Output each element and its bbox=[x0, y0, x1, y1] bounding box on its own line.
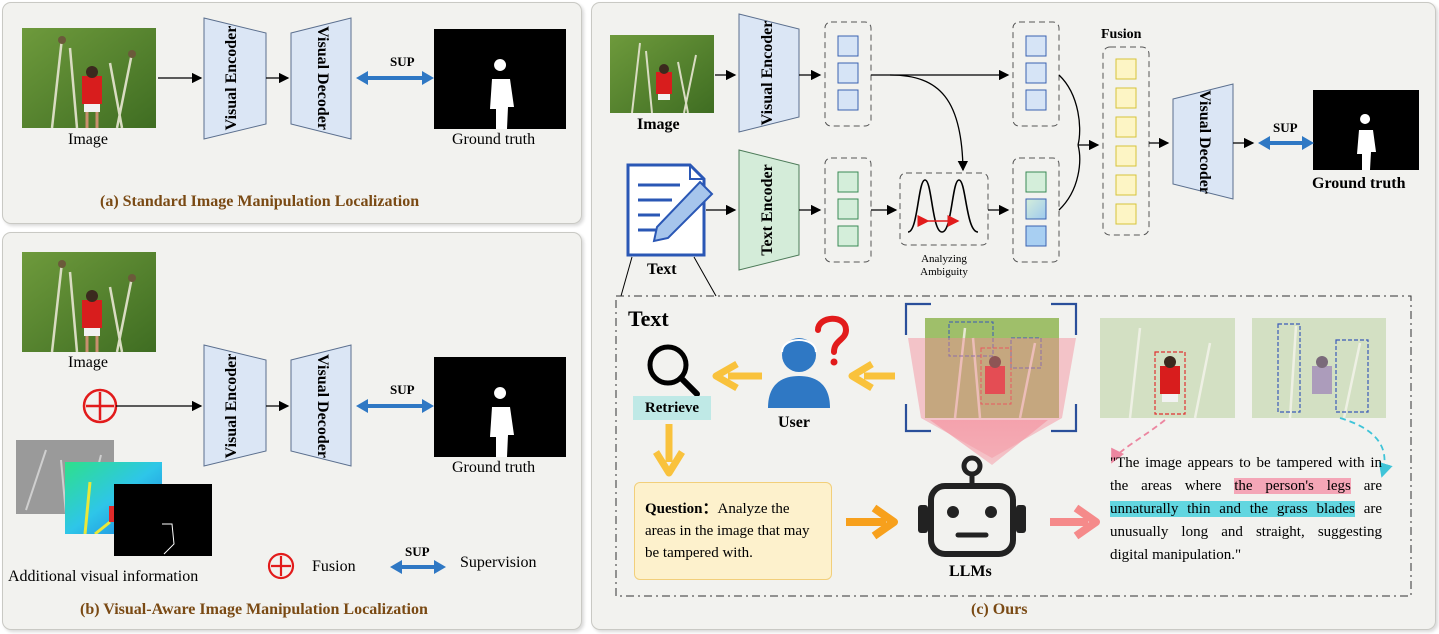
arrow-image-to-user bbox=[848, 360, 895, 392]
arrow-retrieve-to-question bbox=[653, 424, 685, 477]
robot-icon bbox=[918, 455, 1026, 557]
fusion-label: Fusion bbox=[1101, 27, 1142, 42]
answer-highlight-grass: unnaturally thin and the grass blades bbox=[1110, 501, 1355, 517]
annotated-image-grass bbox=[1252, 318, 1386, 418]
visual-features-out bbox=[1012, 21, 1060, 127]
ground-truth-label-a: Ground truth bbox=[452, 131, 536, 148]
arrow-user-to-retrieve bbox=[712, 360, 762, 392]
ground-truth-label-b: Ground truth bbox=[452, 459, 536, 476]
fusion-features bbox=[1102, 46, 1150, 236]
image-label-a: Image bbox=[68, 131, 108, 148]
detail-title: Text bbox=[628, 306, 669, 331]
sup-label-c: SUP bbox=[1273, 120, 1298, 135]
input-image-a bbox=[22, 28, 156, 128]
visual-features bbox=[824, 21, 872, 127]
llm-answer: "The image appears to be tampered with i… bbox=[1110, 452, 1382, 567]
visual-decoder-b bbox=[290, 344, 352, 467]
visual-decoder-b-label: Visual Decoder bbox=[314, 354, 331, 458]
question-mark-icon bbox=[815, 315, 850, 366]
text-encoder bbox=[738, 149, 800, 271]
magnifier-icon bbox=[647, 344, 700, 397]
answer-part-3: are unusually long and straight, suggest… bbox=[1110, 501, 1383, 563]
retrieve-label: Retrieve bbox=[633, 396, 711, 420]
sup-label-b: SUP bbox=[390, 382, 415, 397]
visual-encoder-c-label: Visual Encoder bbox=[759, 20, 776, 126]
visual-encoder-a-label: Visual Encoder bbox=[223, 25, 240, 131]
panel-b-pipeline bbox=[82, 344, 446, 580]
visual-decoder-c bbox=[1172, 83, 1234, 200]
text-icon-label: Text bbox=[647, 261, 677, 278]
question-label: Question： bbox=[645, 501, 718, 517]
ambiguity-label: Analyzing Ambiguity bbox=[920, 253, 968, 278]
panel-c-pipeline bbox=[620, 13, 1314, 297]
arrow-llm-to-answer bbox=[1050, 504, 1100, 540]
ambiguity-box bbox=[899, 172, 989, 246]
caption-c: (c) Ours bbox=[971, 601, 1028, 618]
annotated-image-person bbox=[1100, 318, 1235, 418]
answer-part-2: are bbox=[1350, 478, 1382, 494]
visual-encoder-b bbox=[203, 344, 267, 467]
answer-highlight-legs: the person's legs bbox=[1234, 478, 1351, 494]
visual-encoder-a bbox=[203, 17, 267, 140]
llms-label: LLMs bbox=[949, 563, 992, 580]
legend-fusion-label: Fusion bbox=[312, 558, 356, 575]
document-pen-icon bbox=[626, 163, 714, 257]
visual-decoder-a-label: Visual Decoder bbox=[314, 26, 331, 130]
user-label: User bbox=[778, 414, 810, 431]
visual-encoder-c bbox=[738, 13, 800, 133]
sup-label-a: SUP bbox=[390, 54, 415, 69]
visual-decoder-c-label: Visual Decoder bbox=[1196, 90, 1213, 194]
sup-arrow-b bbox=[356, 399, 434, 413]
question-text: Analyze the areas in the image that may … bbox=[645, 501, 810, 561]
text-features bbox=[824, 157, 872, 263]
sup-arrow-c bbox=[1258, 136, 1314, 150]
text-encoder-label: Text Encoder bbox=[759, 164, 776, 256]
input-image-c bbox=[610, 35, 714, 113]
detail-area bbox=[615, 295, 1412, 597]
input-image-b bbox=[22, 252, 156, 352]
ground-truth-mask-a bbox=[434, 29, 566, 129]
user-icon bbox=[768, 338, 830, 408]
ground-truth-mask-c bbox=[1313, 90, 1419, 170]
image-label-b: Image bbox=[68, 354, 108, 371]
ground-truth-mask-b bbox=[434, 357, 566, 457]
question-box: Question：Analyze the areas in the image … bbox=[634, 482, 832, 580]
sup-arrow-a bbox=[356, 71, 434, 85]
caption-b: (b) Visual-Aware Image Manipulation Loca… bbox=[80, 601, 428, 618]
scanned-image bbox=[925, 318, 1059, 418]
answer-part-1: "The image appears to be tampered with i… bbox=[1110, 455, 1382, 494]
caption-a: (a) Standard Image Manipulation Localiza… bbox=[100, 193, 420, 210]
image-label-c: Image bbox=[637, 116, 680, 133]
legend-fusion-icon bbox=[267, 552, 295, 580]
legend-sup-label: SUP bbox=[405, 544, 430, 559]
additional-info-label: Additional visual information bbox=[8, 568, 199, 585]
legend-supervision-label: Supervision bbox=[460, 554, 537, 571]
visual-decoder-a bbox=[290, 17, 352, 140]
legend-sup-arrow bbox=[390, 560, 446, 574]
panel-a-pipeline bbox=[158, 17, 434, 140]
text-detail-frame bbox=[615, 295, 1412, 597]
visual-encoder-b-label: Visual Encoder bbox=[223, 353, 240, 459]
refined-text-features bbox=[1012, 157, 1060, 263]
arrow-question-to-llm bbox=[846, 504, 898, 540]
ground-truth-label-c: Ground truth bbox=[1312, 175, 1406, 192]
edge-map bbox=[114, 484, 212, 556]
